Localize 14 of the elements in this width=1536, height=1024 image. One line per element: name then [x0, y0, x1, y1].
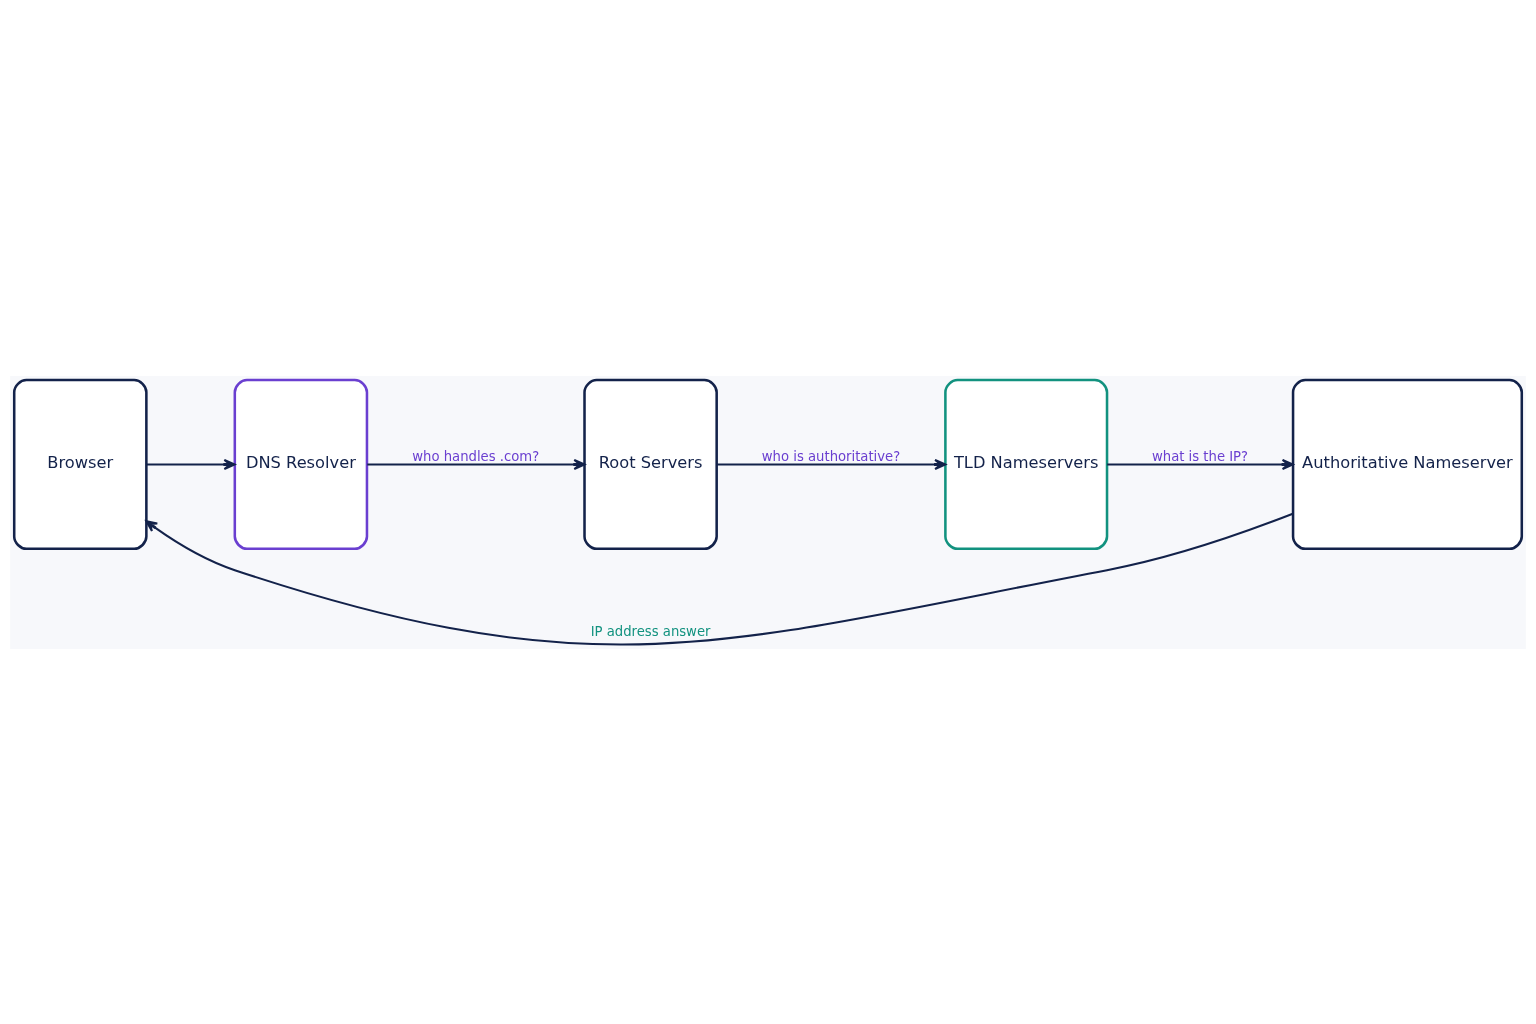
- arrow: [716, 458, 947, 470]
- node-box: Browser: [12, 378, 148, 550]
- arrow: [1107, 458, 1294, 470]
- node-box: DNS Resolver: [233, 378, 369, 550]
- edge-label: IP address answer: [590, 623, 711, 639]
- node-box: TLD Nameservers: [944, 378, 1109, 550]
- node-box: Root Servers: [583, 378, 718, 550]
- node-box: Authoritative Nameserver: [1291, 378, 1524, 550]
- edge-label: what is the IP?: [1151, 448, 1249, 464]
- arrow: [146, 458, 236, 470]
- arrow: [145, 512, 1294, 645]
- arrow: [367, 458, 586, 470]
- edge-label: who is authoritative?: [761, 448, 901, 464]
- edge-label: who handles .com?: [412, 448, 540, 464]
